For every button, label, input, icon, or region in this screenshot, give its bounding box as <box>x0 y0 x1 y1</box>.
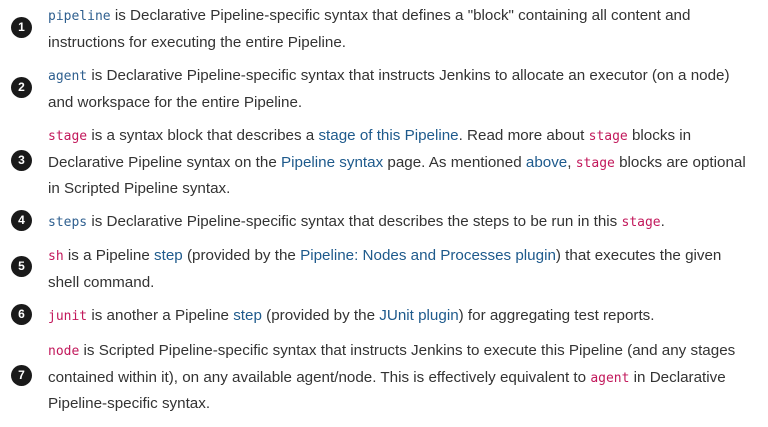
description-text: is a syntax block that describes a <box>87 127 319 144</box>
code-junit: junit <box>48 309 88 324</box>
code-sh: sh <box>48 249 64 264</box>
description-text: , <box>567 153 576 171</box>
link-step[interactable]: step <box>154 247 183 264</box>
link-above[interactable]: above <box>525 153 568 171</box>
description-text: blocks are optional in Scripted Pipeline… <box>48 153 746 198</box>
description-text: is a Pipeline <box>63 247 154 264</box>
description-text: is another a Pipeline <box>87 307 234 324</box>
code-stage: stage <box>621 215 661 230</box>
callout-item-pipeline: pipeline is Declarative Pipeline-specifi… <box>48 3 754 55</box>
callout-number-badge: 3 <box>11 150 32 171</box>
code-steps: steps <box>48 215 88 230</box>
callout-number-badge: 6 <box>11 304 32 325</box>
description-text: . Read more about <box>458 127 589 144</box>
callout-item-agent: agent is Declarative Pipeline-specific s… <box>48 63 754 115</box>
description-text: page. As mentioned <box>383 153 526 171</box>
callout-number-badge: 7 <box>11 365 32 386</box>
link-stage-of-pipeline[interactable]: stage of this Pipeline <box>318 127 459 144</box>
callout-item-node: node is Scripted Pipeline-specific synta… <box>48 338 754 417</box>
code-stage: stage <box>575 155 615 171</box>
code-stage: stage <box>588 129 628 144</box>
description-text: (provided by the <box>261 307 380 324</box>
description-text: is Declarative Pipeline-specific syntax … <box>87 213 622 230</box>
callout-number-badge: 4 <box>11 210 32 231</box>
description-text: ) that executes the given shell command. <box>48 247 722 291</box>
callout-item-steps: steps is Declarative Pipeline-specific s… <box>48 209 754 236</box>
callout-item-junit: junit is another a Pipeline step (provid… <box>48 303 754 330</box>
description-text: in Declarative Pipeline-specific syntax. <box>48 368 726 413</box>
description-text: blocks in Declarative Pipeline syntax on… <box>48 127 692 171</box>
code-agent: agent <box>590 370 630 386</box>
description-text: is Scripted Pipeline-specific syntax tha… <box>48 342 736 386</box>
code-pipeline: pipeline <box>48 9 111 24</box>
code-stage: stage <box>48 129 88 144</box>
callout-number-badge: 1 <box>11 17 32 38</box>
callout-item-sh: sh is a Pipeline step (provided by the P… <box>48 243 754 295</box>
description-text: (provided by the <box>182 247 301 264</box>
link-step[interactable]: step <box>233 307 262 324</box>
description-text: . <box>660 213 665 230</box>
link-pipeline-syntax[interactable]: Pipeline syntax <box>281 153 384 171</box>
callout-item-stage: stage is a syntax block that describes a… <box>48 123 754 202</box>
code-agent: agent <box>48 69 88 84</box>
description-text: ) for aggregating test reports. <box>458 307 655 324</box>
description-text: is Declarative Pipeline-specific syntax … <box>48 7 691 51</box>
code-node: node <box>48 344 80 359</box>
link-nodes-processes-plugin[interactable]: Pipeline: Nodes and Processes plugin <box>300 247 556 264</box>
callout-number-badge: 2 <box>11 77 32 98</box>
callout-number-badge: 5 <box>11 256 32 277</box>
link-junit-plugin[interactable]: JUnit plugin <box>379 307 459 324</box>
description-text: is Declarative Pipeline-specific syntax … <box>48 67 730 111</box>
